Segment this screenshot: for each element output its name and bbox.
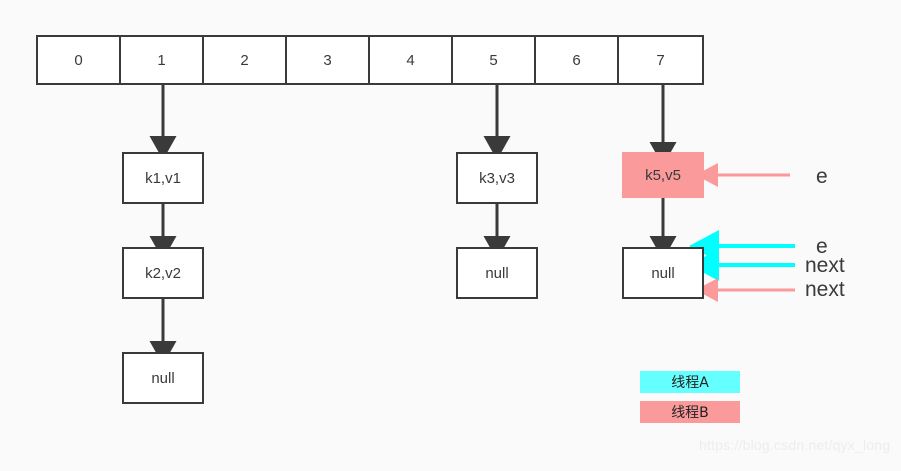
- array-cell-label: 7: [656, 51, 665, 69]
- array-cell-3: 3: [287, 37, 370, 83]
- node-null-bucket7: null: [622, 247, 704, 299]
- pointer-label-next-threadb: next: [805, 278, 845, 301]
- array-cell-4: 4: [370, 37, 453, 83]
- array-cell-2: 2: [204, 37, 287, 83]
- node-label: k2,v2: [145, 264, 181, 282]
- watermark: https://blog.csdn.net/qyx_long: [699, 437, 891, 453]
- node-label: null: [651, 264, 675, 282]
- legend-label: 线程B: [671, 405, 709, 421]
- legend-item-thread-b: 线程B: [640, 401, 740, 423]
- node-null-bucket1: null: [122, 352, 204, 404]
- pointer-label-next-threada: next: [805, 254, 845, 277]
- array-cell-0: 0: [38, 37, 121, 83]
- array-cell-5: 5: [453, 37, 536, 83]
- node-k5v5: k5,v5: [622, 152, 704, 198]
- bucket-array: 0 1 2 3 4 5 6 7: [36, 35, 704, 85]
- array-cell-6: 6: [536, 37, 619, 83]
- pointer-label-e-threadb: e: [816, 165, 828, 188]
- legend: 线程A 线程B: [640, 371, 740, 431]
- legend-label: 线程A: [671, 375, 709, 391]
- legend-item-thread-a: 线程A: [640, 371, 740, 393]
- node-k1v1: k1,v1: [122, 152, 204, 204]
- array-cell-label: 4: [406, 51, 415, 69]
- node-label: k1,v1: [145, 169, 181, 187]
- node-k2v2: k2,v2: [122, 247, 204, 299]
- array-cell-label: 1: [157, 51, 166, 69]
- array-cell-label: 0: [74, 51, 83, 69]
- array-cell-label: 5: [489, 51, 498, 69]
- array-cell-1: 1: [121, 37, 204, 83]
- array-cell-label: 6: [572, 51, 581, 69]
- node-label: null: [151, 369, 175, 387]
- node-label: k5,v5: [645, 166, 681, 184]
- array-cell-label: 2: [240, 51, 249, 69]
- array-cell-label: 3: [323, 51, 332, 69]
- node-k3v3: k3,v3: [456, 152, 538, 204]
- node-label: null: [485, 264, 509, 282]
- array-cell-7: 7: [619, 37, 702, 83]
- node-label: k3,v3: [479, 169, 515, 187]
- node-null-bucket5: null: [456, 247, 538, 299]
- pointer-label-e-threada: e: [816, 235, 828, 258]
